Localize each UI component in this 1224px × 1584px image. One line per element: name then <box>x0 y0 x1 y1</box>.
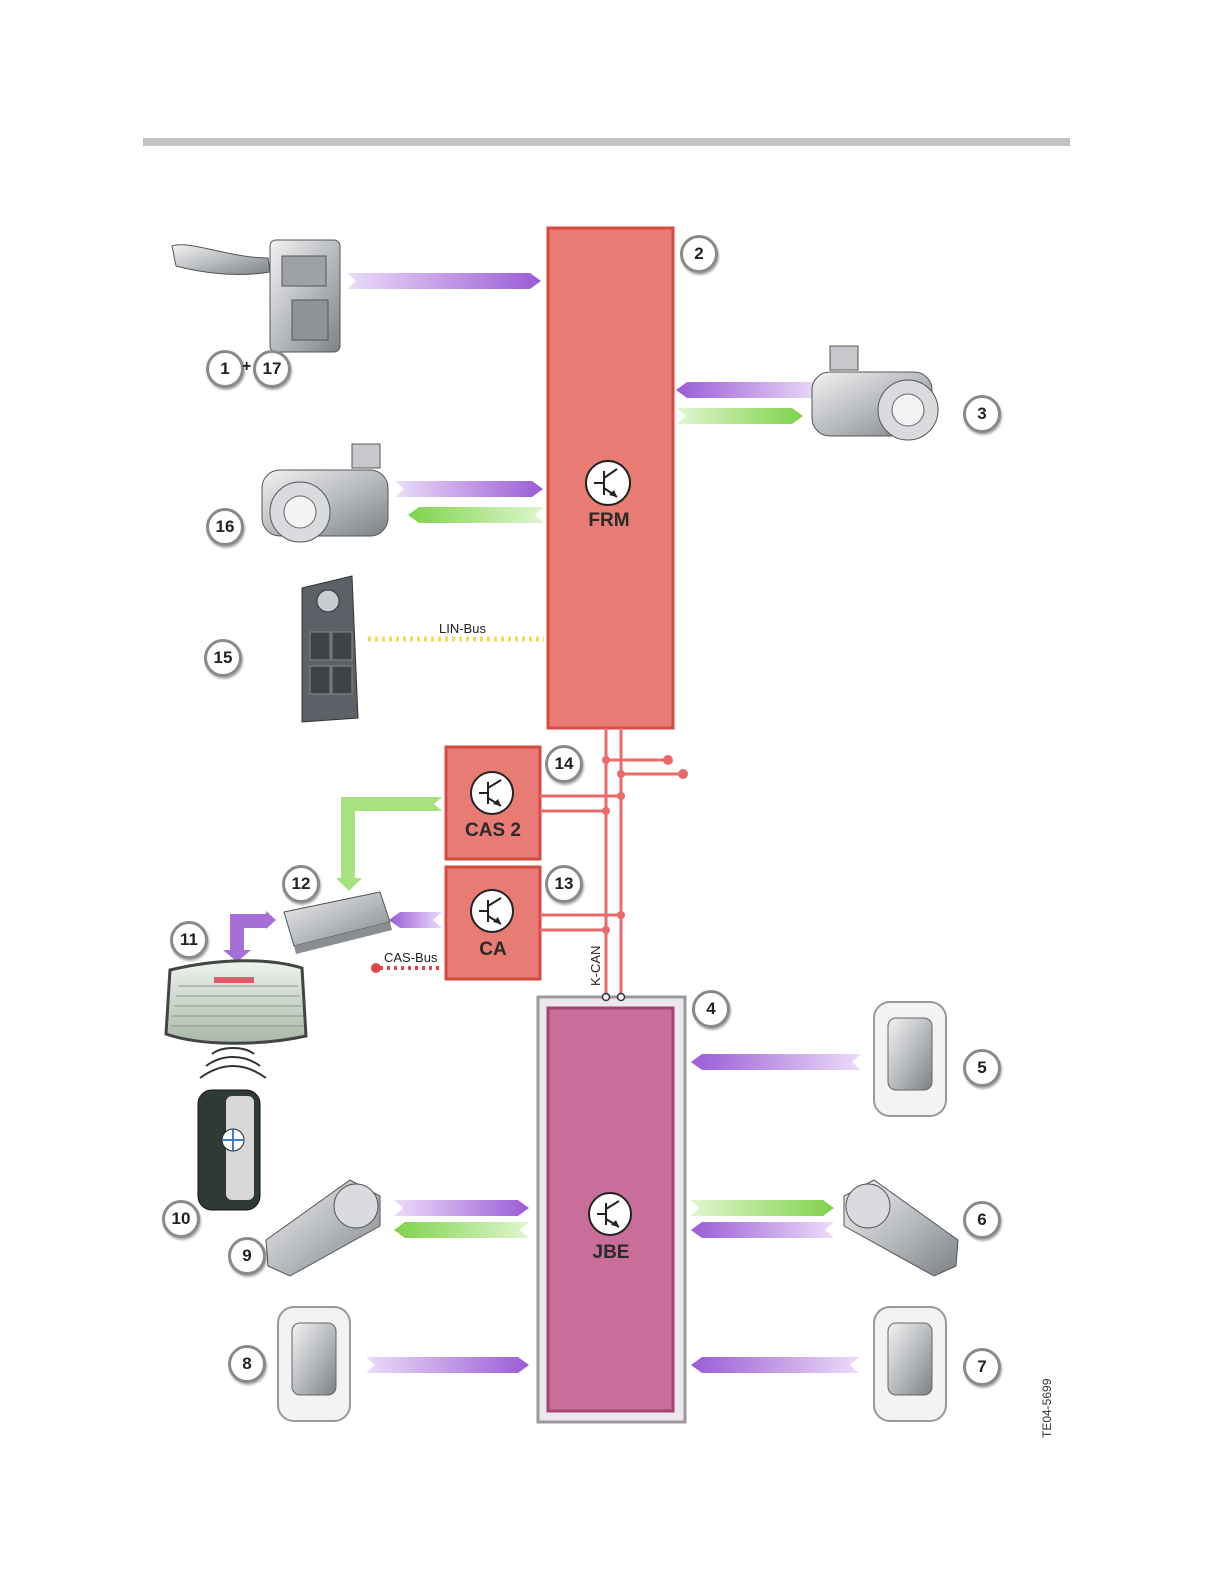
key-fob-image <box>198 1048 266 1210</box>
callout-8: 8 <box>228 1345 266 1383</box>
window-switch-image-7 <box>874 1307 946 1421</box>
callout-12: 12 <box>282 865 320 903</box>
callout-1: 1 <box>206 350 244 388</box>
arrow-3-to-frm-purple <box>676 382 821 398</box>
callout-10: 10 <box>162 1200 200 1238</box>
rear-window-image <box>166 961 306 1044</box>
transistor-icon <box>586 461 630 505</box>
cas-bus-label: CAS-Bus <box>384 950 437 965</box>
arrow-9-to-jbe-purple <box>394 1200 529 1216</box>
callout-3: 3 <box>963 395 1001 433</box>
jbe-label: JBE <box>570 1242 652 1264</box>
arrow-6-to-jbe-purple <box>691 1222 834 1238</box>
k-can-label: K-CAN <box>588 946 603 986</box>
callout-14: 14 <box>545 745 583 783</box>
switch-block-image <box>302 576 358 722</box>
frm-label: FRM <box>568 510 650 532</box>
window-motor-image-6 <box>844 1180 958 1276</box>
callout-2: 2 <box>680 235 718 273</box>
arrow-5-to-jbe <box>691 1054 861 1070</box>
transistor-icon <box>471 890 513 932</box>
callout-7: 7 <box>963 1348 1001 1386</box>
bus-nodes <box>602 755 688 934</box>
cas-bus-node <box>371 963 381 973</box>
callout-6: 6 <box>963 1201 1001 1239</box>
door-handle-lock-image <box>172 240 340 352</box>
callout-16: 16 <box>206 508 244 546</box>
transistor-icon <box>471 772 513 814</box>
arrow-frm-to-3-green <box>677 408 803 424</box>
window-motor-image-16 <box>262 444 388 542</box>
callout-9: 9 <box>228 1237 266 1275</box>
callout-plus: + <box>242 358 251 376</box>
arrow-jbe-to-9-green <box>394 1222 529 1238</box>
arrow-jbe-to-6-green <box>690 1200 834 1216</box>
arrow-ca-to-12 <box>389 912 442 928</box>
arrow-1-to-frm <box>347 273 541 289</box>
callout-13: 13 <box>545 865 583 903</box>
callout-4: 4 <box>692 990 730 1028</box>
arrow-8-to-jbe <box>366 1357 529 1373</box>
arrow-7-to-jbe <box>691 1357 859 1373</box>
arrow-16-to-frm-purple <box>395 481 543 497</box>
figure-code: TE04-5699 <box>1040 1379 1054 1438</box>
ca-label: CA <box>448 939 538 961</box>
callout-15: 15 <box>204 639 242 677</box>
window-motor-image-9 <box>266 1180 380 1276</box>
window-switch-image-5 <box>874 1002 946 1116</box>
transistor-icon <box>589 1193 631 1235</box>
arrow-12-to-11-shape <box>223 911 276 962</box>
window-motor-image-3 <box>812 346 938 440</box>
window-switch-image-8 <box>278 1307 350 1421</box>
callout-11: 11 <box>170 921 208 959</box>
callout-5: 5 <box>963 1049 1001 1087</box>
arrow-frm-to-16-green <box>408 507 544 523</box>
callout-17: 17 <box>253 350 291 388</box>
lin-bus-label: LIN-Bus <box>439 621 486 636</box>
arrow-cas2-to-12 <box>336 797 442 891</box>
cas2-label: CAS 2 <box>448 820 538 842</box>
